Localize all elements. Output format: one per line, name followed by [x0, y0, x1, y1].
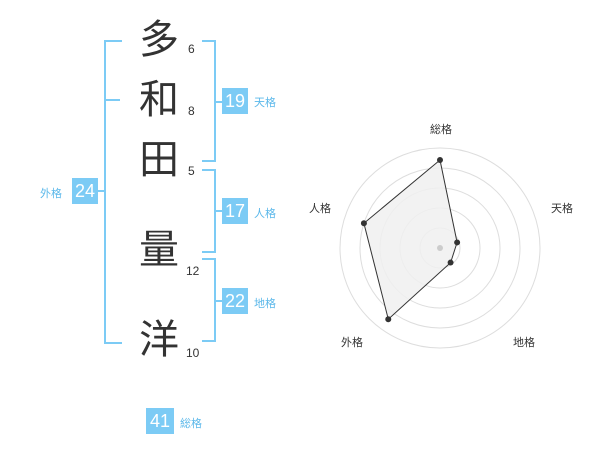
name-char-5: 洋 — [139, 317, 179, 363]
chikaku-label: 地格 — [254, 297, 276, 310]
radar-area — [363, 159, 458, 321]
tenkaku-score-badge: 19 — [222, 88, 248, 114]
soukaku-score-badge: 41 — [146, 408, 174, 434]
stroke-count-1: 6 — [188, 42, 195, 56]
chikaku-connector — [214, 300, 222, 302]
axis-label-tenkaku: 天格 — [551, 201, 573, 215]
tenkaku-label: 天格 — [254, 96, 276, 109]
gaikaku-bracket-tick — [104, 99, 120, 101]
axis-label-gaikaku: 外格 — [341, 335, 363, 349]
jinkaku-connector — [214, 210, 222, 212]
axis-label-jinkaku: 人格 — [309, 201, 331, 215]
axis-label-soukaku: 総格 — [430, 122, 452, 136]
radar-point — [454, 239, 461, 246]
radar-point — [437, 157, 443, 163]
jinkaku-score-badge: 17 — [222, 198, 248, 224]
radar-point — [447, 259, 454, 266]
tenkaku-connector — [214, 101, 222, 103]
radar-point — [385, 316, 392, 323]
name-char-2: 和 — [139, 77, 179, 123]
stroke-count-5: 10 — [186, 346, 200, 360]
name-char-3: 田 — [139, 137, 179, 183]
axis-label-chikaku: 地格 — [513, 335, 535, 349]
stroke-count-3: 5 — [188, 164, 195, 178]
stroke-count-2: 8 — [188, 104, 195, 118]
name-char-4: 量 — [139, 227, 179, 273]
chikaku-score-badge: 22 — [222, 288, 248, 314]
radar-center — [437, 245, 443, 251]
gaikaku-score-badge: 24 — [72, 178, 98, 204]
stroke-count-4: 12 — [186, 264, 200, 278]
radar-point — [360, 220, 367, 227]
jinkaku-label: 人格 — [254, 207, 276, 220]
gaikaku-connector — [96, 190, 104, 192]
radar-points — [360, 157, 461, 323]
gaikaku-label: 外格 — [40, 187, 62, 200]
radar-ring — [339, 147, 541, 349]
name-char-1: 多 — [139, 17, 179, 63]
soukaku-label: 総格 — [180, 417, 202, 430]
gaikaku-bracket — [104, 40, 122, 344]
